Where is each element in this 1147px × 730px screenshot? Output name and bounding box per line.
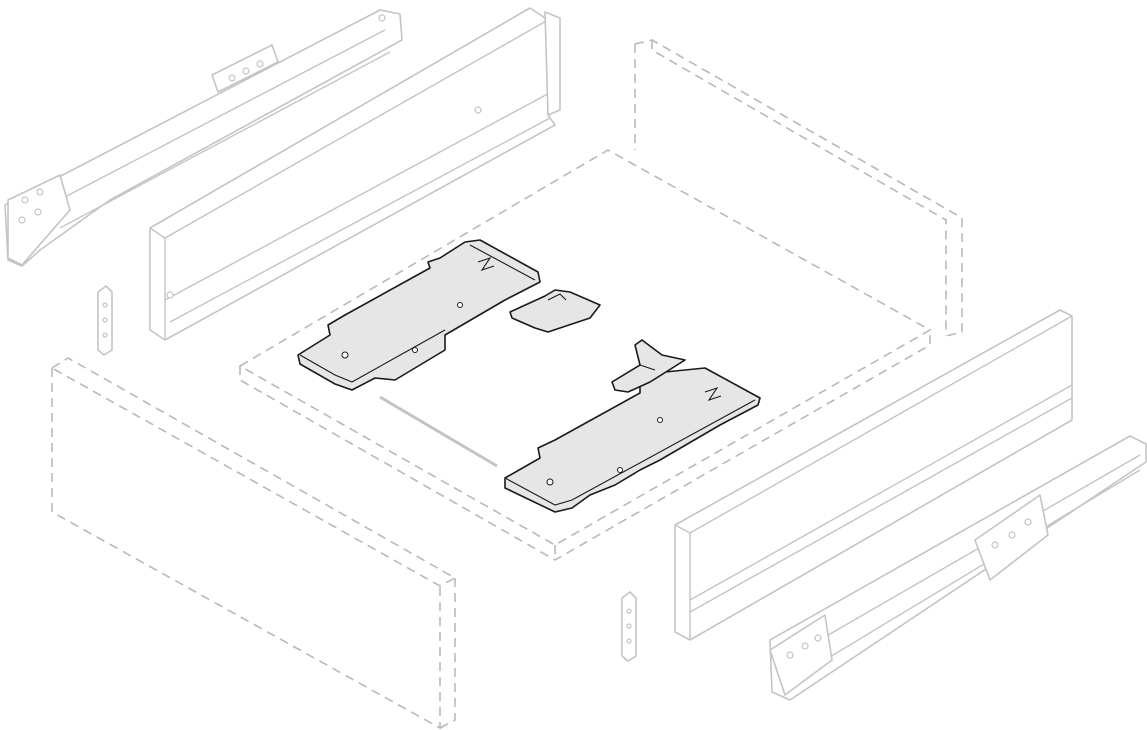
right-drawer-runner: [769, 435, 1147, 701]
right-coupling-plate: [504, 367, 761, 513]
drawer-bottom: [238, 149, 932, 561]
left-drawer-side: [149, 7, 561, 341]
right-drawer-side: [674, 309, 1073, 641]
right-rear-bracket: [611, 339, 686, 393]
left-drawer-runner: [4, 9, 403, 267]
back-panel: [634, 39, 963, 337]
left-rear-bracket: [509, 289, 601, 333]
right-front-fixing-bracket: [621, 591, 637, 662]
synchronisation-rod: [379, 395, 498, 468]
front-panel: [50, 357, 457, 730]
left-coupling-plate: [297, 239, 541, 391]
left-front-fixing-bracket: [97, 285, 113, 356]
